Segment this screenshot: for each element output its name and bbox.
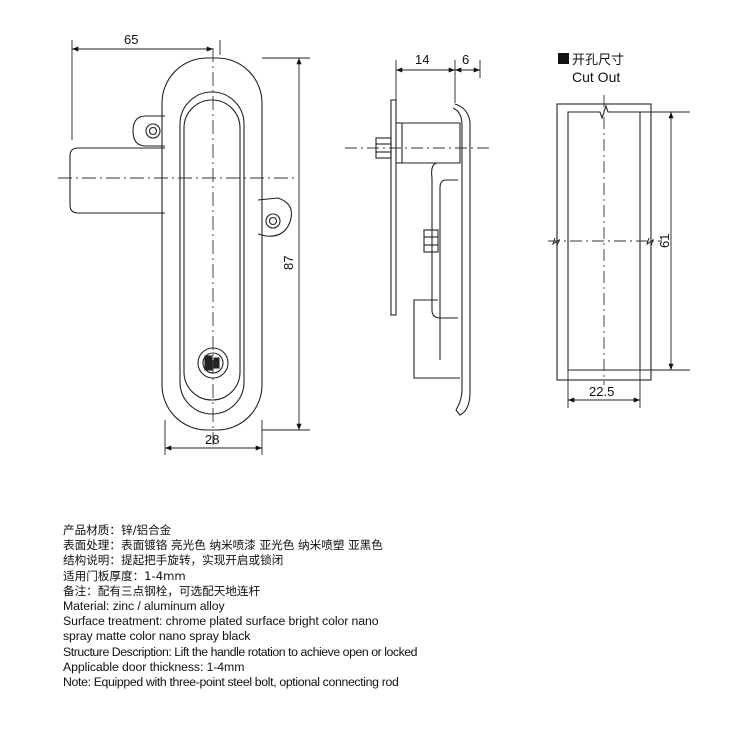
front-left-hole [145,123,161,139]
front-view [58,40,310,455]
cutout-title-en: Cut Out [572,69,620,85]
side-door-panel [390,99,397,316]
side-lock-barrel [396,122,461,164]
cutout-dim-width: 22.5 [589,384,614,399]
side-bolt [423,229,439,253]
front-bezel [161,57,263,431]
spec-thickness-en: Applicable door thickness: 1-4mm [63,659,245,674]
cutout-title-cn: 开孔尺寸 [572,53,624,68]
front-rear-body [69,147,165,214]
side-dim-depth-b: 6 [462,52,469,67]
spec-structure-cn: 结构说明：提起把手旋转，实现开启或锁闭 [63,553,284,568]
front-dim-height: 87 [281,256,296,270]
spec-structure-en: Structure Description: Lift the handle r… [63,644,418,659]
side-view [345,60,490,416]
spec-material-cn: 产品材质：锌/铝合金 [63,523,172,537]
front-right-ear [257,197,293,237]
spec-surface-cn: 表面处理：表面镀铬 亮光色 纳米喷漆 亚光色 纳米喷塑 亚黑色 [63,538,383,553]
cutout-title-square [558,53,569,64]
front-dim-width-top: 65 [124,32,138,47]
spec-note-en: Note: Equipped with three-point steel bo… [63,675,399,690]
front-right-hole [265,213,281,229]
spec-note-cn: 备注：配有三点钢栓，可选配天地连杆 [63,583,261,598]
front-handle [179,91,245,415]
side-dim-depth-a: 14 [415,52,429,67]
cutout-slot [567,104,641,371]
side-lower-block [413,299,460,379]
cutout-dim-height: 61 [657,234,672,248]
front-dim-width-bottom: 28 [205,432,219,447]
cutout-view [548,95,690,408]
spec-surface-en-2: spray matte color nano spray black [63,629,251,644]
side-handle-profile [452,103,471,416]
spec-material-en: Material: zinc / aluminum alloy [63,599,225,614]
spec-text-block: 产品材质：锌/铝合金 表面处理：表面镀铬 亮光色 纳米喷漆 亚光色 纳米喷塑 亚… [63,523,483,690]
front-left-ear [132,115,165,147]
spec-surface-en-1: Surface treatment: chrome plated surface… [63,614,379,629]
spec-thickness-cn: 适用门板厚度：1-4mm [63,568,186,583]
